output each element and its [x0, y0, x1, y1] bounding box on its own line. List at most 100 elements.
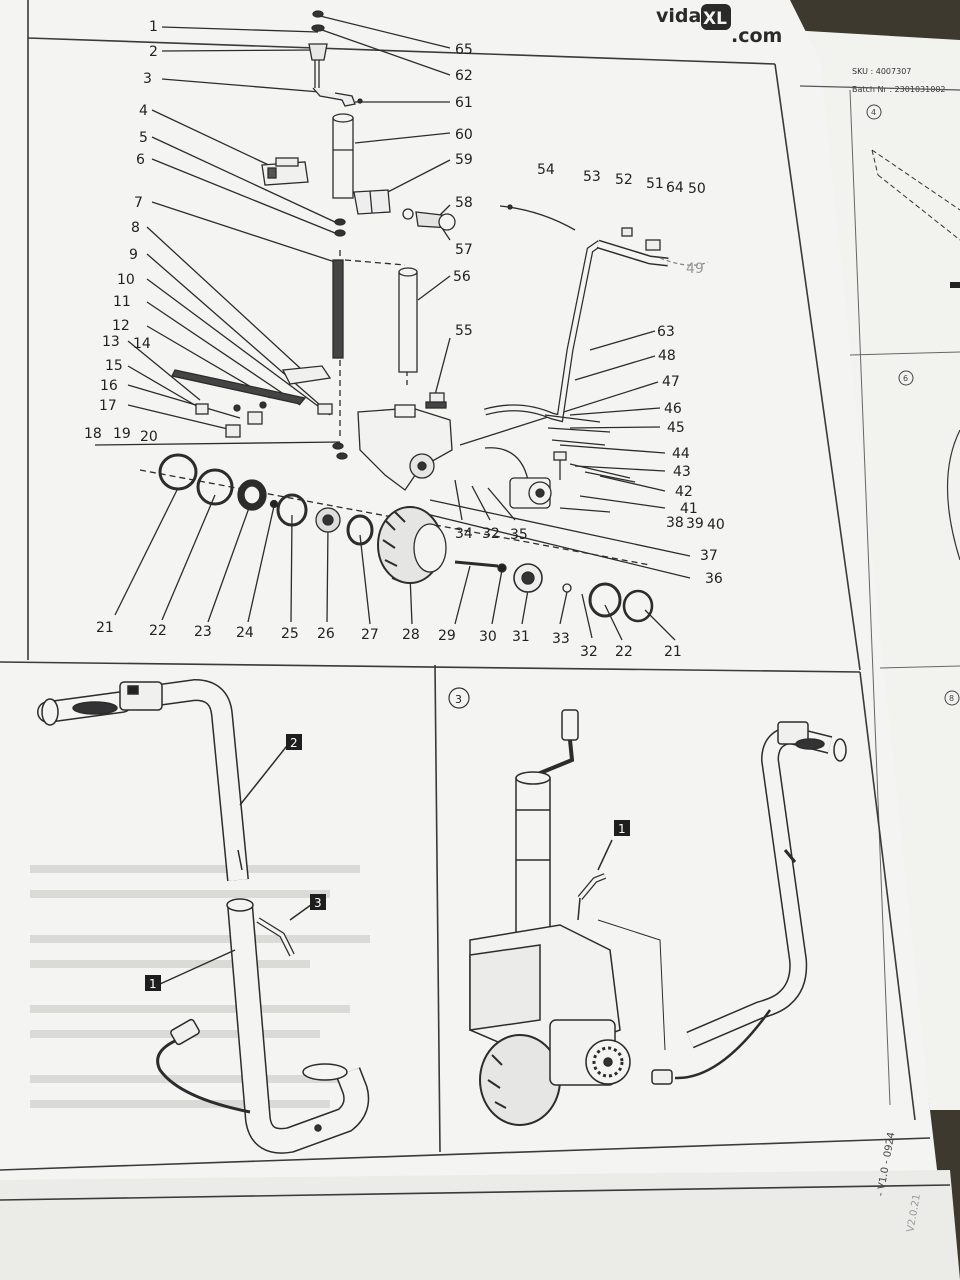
part-label: 55 [455, 323, 473, 339]
part-label: 27 [361, 627, 379, 643]
part-label: 44 [672, 446, 690, 462]
part-label: 15 [105, 358, 123, 374]
svg-text:vida: vida [656, 5, 701, 27]
part-label: 2 [149, 44, 158, 60]
part-label: 40 [707, 517, 725, 533]
part-label: 7 [134, 195, 143, 211]
part-label: 5 [139, 130, 148, 146]
part-label: 38 [666, 515, 684, 531]
vidaxl-logo: vida XL .com [656, 4, 782, 47]
part-number-labels: 1 2 3 4 5 6 7 8 9 10 11 12 13 14 15 16 1… [84, 19, 725, 660]
callout-box [145, 975, 161, 991]
part-label: 57 [455, 242, 473, 258]
part-label: 13 [102, 334, 120, 350]
part-label: 21 [96, 620, 114, 636]
part-label: 25 [281, 626, 299, 642]
part-label: 50 [688, 181, 706, 197]
part-label: 31 [512, 629, 530, 645]
part-label: 47 [662, 374, 680, 390]
part-label: 59 [455, 152, 473, 168]
step-4-number: 4 [871, 108, 876, 117]
part-label: 16 [100, 378, 118, 394]
svg-text:.com: .com [731, 25, 782, 47]
batch-text: Batch Nr : 2301031002 [852, 85, 946, 94]
part-label: 64 [666, 180, 684, 196]
part-label: 33 [552, 631, 570, 647]
part-label: 65 [455, 42, 473, 58]
step-6-badge [898, 370, 914, 386]
part-label: 14 [133, 336, 151, 352]
part-label: 22 [149, 623, 167, 639]
right-page-content: SKU : 4007307 Batch Nr : 2301031002 4 6 … [799, 67, 960, 1106]
callout-box [310, 894, 326, 910]
part-label: 32 [482, 526, 500, 542]
part-label: 17 [99, 398, 117, 414]
part-label: 10 [117, 272, 135, 288]
part-label: 22 [615, 644, 633, 660]
logo-xl-badge [701, 4, 731, 30]
part-label: 60 [455, 127, 473, 143]
part-label: 63 [657, 324, 675, 340]
part-label: 41 [680, 501, 698, 517]
part-label: 43 [673, 464, 691, 480]
step-8-badge [944, 690, 960, 706]
part-label: 20 [140, 429, 158, 445]
panel-3-installation: 3 [448, 687, 847, 1126]
part-label: 58 [455, 195, 473, 211]
callout-number: 3 [314, 896, 322, 910]
part-label: 11 [113, 294, 131, 310]
part-label: 48 [658, 348, 676, 364]
part-label: 23 [194, 624, 212, 640]
panel-2-handle-assembly: 2 3 1 [30, 678, 370, 1154]
page-frame [0, 0, 951, 1201]
callout-number: 2 [290, 736, 298, 750]
part-label: 18 [84, 426, 102, 442]
step-3-number: 3 [455, 693, 462, 706]
step-4-badge [866, 104, 882, 120]
callout-box [286, 734, 302, 750]
part-label: 46 [664, 401, 682, 417]
step-3-badge [448, 687, 470, 709]
svg-text:XL: XL [703, 9, 727, 29]
part-label: 35 [510, 527, 528, 543]
part-label: 30 [479, 629, 497, 645]
part-label: 45 [667, 420, 685, 436]
part-label: 52 [615, 172, 633, 188]
part-label: 34 [455, 526, 473, 542]
part-label: 37 [700, 548, 718, 564]
right-page-drawing [871, 149, 960, 241]
part-label: 6 [136, 152, 145, 168]
part-label: 39 [686, 516, 704, 532]
part-label: 26 [317, 626, 335, 642]
part-label: 9 [129, 247, 138, 263]
part-label: 12 [112, 318, 130, 334]
part-label: 8 [131, 220, 140, 236]
page-bottom-shadow [0, 1170, 960, 1280]
part-label: 29 [438, 628, 456, 644]
part-label: 53 [583, 169, 601, 185]
part-label: 56 [453, 269, 471, 285]
callout-number: 1 [618, 822, 626, 836]
part-label: 1 [149, 19, 158, 35]
part-label: 21 [664, 644, 682, 660]
part-label: 32 [580, 644, 598, 660]
part-label: 42 [675, 484, 693, 500]
part-label: 28 [402, 627, 420, 643]
part-label: 54 [537, 162, 555, 178]
part-label: 49 [686, 261, 704, 277]
exploded-view-diagram [94, 10, 709, 641]
sku-text: SKU : 4007307 [852, 67, 911, 76]
part-label: 61 [455, 95, 473, 111]
part-label: 4 [139, 103, 148, 119]
callout-number: 1 [149, 977, 157, 991]
callout-box [614, 820, 630, 836]
part-label: 62 [455, 68, 473, 84]
part-label: 51 [646, 176, 664, 192]
part-label: 3 [143, 71, 152, 87]
part-label: 24 [236, 625, 254, 641]
step-8-number: 8 [949, 694, 954, 703]
part-label: 36 [705, 571, 723, 587]
step-6-number: 6 [903, 374, 908, 383]
